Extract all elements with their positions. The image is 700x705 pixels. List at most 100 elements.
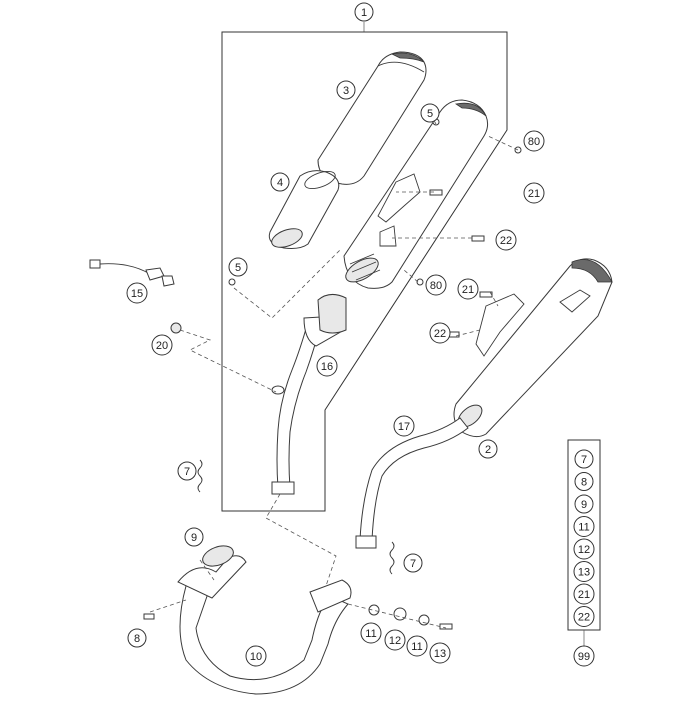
part-20-screw-plug <box>170 322 182 334</box>
callout-label: 21 <box>462 284 474 296</box>
callout-13: 13 <box>429 642 451 664</box>
callout-label: 7 <box>184 466 190 478</box>
callout-label: 7 <box>410 558 416 570</box>
callout-11a: 11 <box>360 622 382 644</box>
callout-5b: 5 <box>228 257 248 277</box>
callout-circle <box>406 635 428 657</box>
callout-3: 3 <box>336 80 356 100</box>
kit-item-label: 7 <box>581 454 587 466</box>
callout-label: 80 <box>430 280 442 292</box>
callout-circle <box>151 334 173 356</box>
kit-item-9: 9 <box>574 494 594 514</box>
callout-7b: 7 <box>403 553 423 573</box>
kit-item-8: 8 <box>574 472 594 491</box>
kit-item-11: 11 <box>573 516 595 537</box>
callout-label: 9 <box>191 532 197 544</box>
callout-label: 20 <box>156 340 168 352</box>
callout-22b: 22 <box>429 322 451 344</box>
callout-20: 20 <box>151 334 173 356</box>
callout-label: 3 <box>343 85 349 97</box>
washers-and-nuts <box>143 604 453 630</box>
callout-21b: 21 <box>457 278 479 300</box>
callout-80a: 80 <box>523 130 545 152</box>
kit-item-label: 22 <box>578 612 590 624</box>
callout-circle <box>478 439 498 459</box>
callout-2: 2 <box>478 439 498 459</box>
callout-circle <box>420 103 440 123</box>
kit-item-circle <box>573 516 595 537</box>
callout-9: 9 <box>184 527 204 547</box>
callout-80b: 80 <box>425 274 447 296</box>
callout-circle <box>270 172 290 192</box>
kit-item-label: 9 <box>581 499 587 511</box>
callout-circle <box>457 278 479 300</box>
callout-11b: 11 <box>406 635 428 657</box>
part-16-header-pipe <box>271 294 347 495</box>
callout-label: 22 <box>434 328 446 340</box>
kit-column <box>567 439 601 646</box>
callout-1: 1 <box>354 2 374 22</box>
callout-label: 15 <box>131 288 143 300</box>
callout-10: 10 <box>245 645 267 667</box>
callout-5a: 5 <box>420 103 440 123</box>
callout-circle <box>384 629 406 651</box>
callout-circle <box>336 80 356 100</box>
kit-item-circle <box>574 472 594 491</box>
callout-21a: 21 <box>523 182 545 204</box>
kit-item-circle <box>573 606 595 627</box>
callout-circle <box>184 527 204 547</box>
kit-callout-layer: 7 8 9 11 12 13 21 22 99 <box>573 449 595 667</box>
callout-circle <box>393 415 415 437</box>
callout-circle <box>127 628 147 648</box>
callout-circle <box>245 645 267 667</box>
callout-circle <box>523 182 545 204</box>
callout-label: 16 <box>321 361 333 373</box>
kit-item-label: 11 <box>578 522 589 534</box>
callout-label: 80 <box>528 136 540 148</box>
part-17-mid-pipe <box>355 417 469 549</box>
kit-item-21: 21 <box>573 583 595 605</box>
callout-label: 2 <box>485 444 491 456</box>
callout-circle <box>360 622 382 644</box>
callout-label: 17 <box>398 421 410 433</box>
springs-part-7 <box>197 459 395 575</box>
kit-item-22: 22 <box>573 606 595 627</box>
leader-lines <box>149 109 519 629</box>
part-10-manifold <box>177 545 352 695</box>
callout-12: 12 <box>384 629 406 651</box>
callout-circle <box>228 257 248 277</box>
callout-circle <box>126 282 148 304</box>
callout-circle <box>354 2 374 22</box>
callout-circle <box>429 642 451 664</box>
callout-label: 11 <box>411 641 422 653</box>
kit-total-label: 99 <box>578 651 590 663</box>
callout-label: 10 <box>250 651 262 663</box>
callout-4: 4 <box>270 172 290 192</box>
callout-circle <box>429 322 451 344</box>
callout-label: 1 <box>361 7 367 19</box>
callout-label: 13 <box>434 648 446 660</box>
callout-circle <box>425 274 447 296</box>
assembly-frame-1 <box>221 22 508 512</box>
kit-total-circle <box>573 645 595 667</box>
kit-item-label: 13 <box>578 567 590 579</box>
callout-circle <box>177 461 197 481</box>
part-3-silencer-sleeve <box>317 51 427 185</box>
callout-circle <box>316 355 338 377</box>
callout-22a: 22 <box>495 229 517 251</box>
kit-item-circle <box>573 538 595 560</box>
kit-item-label: 21 <box>578 589 590 601</box>
callout-label: 5 <box>235 262 241 274</box>
kit-item-7: 7 <box>574 449 594 469</box>
callout-label: 22 <box>500 235 512 247</box>
kit-item-13: 13 <box>573 561 595 582</box>
callout-15: 15 <box>126 282 148 304</box>
callout-label: 12 <box>389 635 401 647</box>
kit-item-circle <box>574 449 594 469</box>
callout-circle <box>403 553 423 573</box>
callout-7a: 7 <box>177 461 197 481</box>
kit-item-label: 12 <box>578 544 590 556</box>
